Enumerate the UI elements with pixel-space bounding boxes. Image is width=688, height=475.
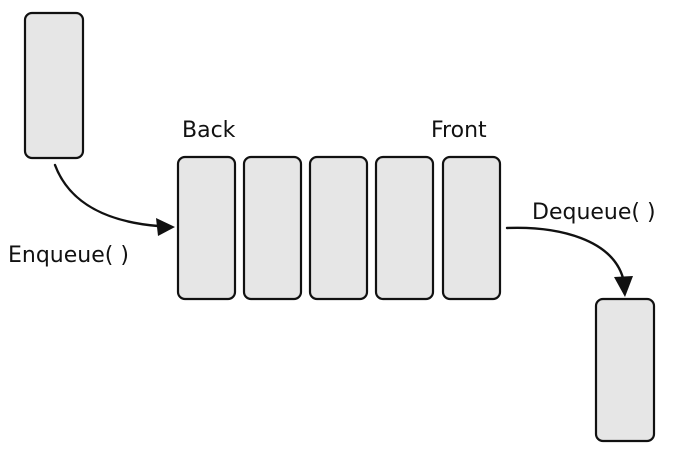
dequeue-arrow xyxy=(505,226,625,280)
enqueue-arrow xyxy=(53,163,160,228)
incoming-item-box xyxy=(23,11,85,160)
queue-slot-1 xyxy=(176,155,237,301)
dequeue-label: Dequeue( ) xyxy=(532,200,656,225)
dequeued-item-box xyxy=(594,297,656,443)
queue-body xyxy=(176,155,502,301)
queue-slot-4 xyxy=(374,155,435,301)
enqueue-label: Enqueue( ) xyxy=(8,243,129,268)
queue-slot-2 xyxy=(242,155,303,301)
dequeue-arrowhead xyxy=(614,276,633,297)
queue-slot-3 xyxy=(308,155,369,301)
back-label: Back xyxy=(182,118,236,143)
front-label: Front xyxy=(431,118,487,143)
queue-slot-5 xyxy=(441,155,502,301)
enqueue-arrowhead xyxy=(156,218,175,236)
